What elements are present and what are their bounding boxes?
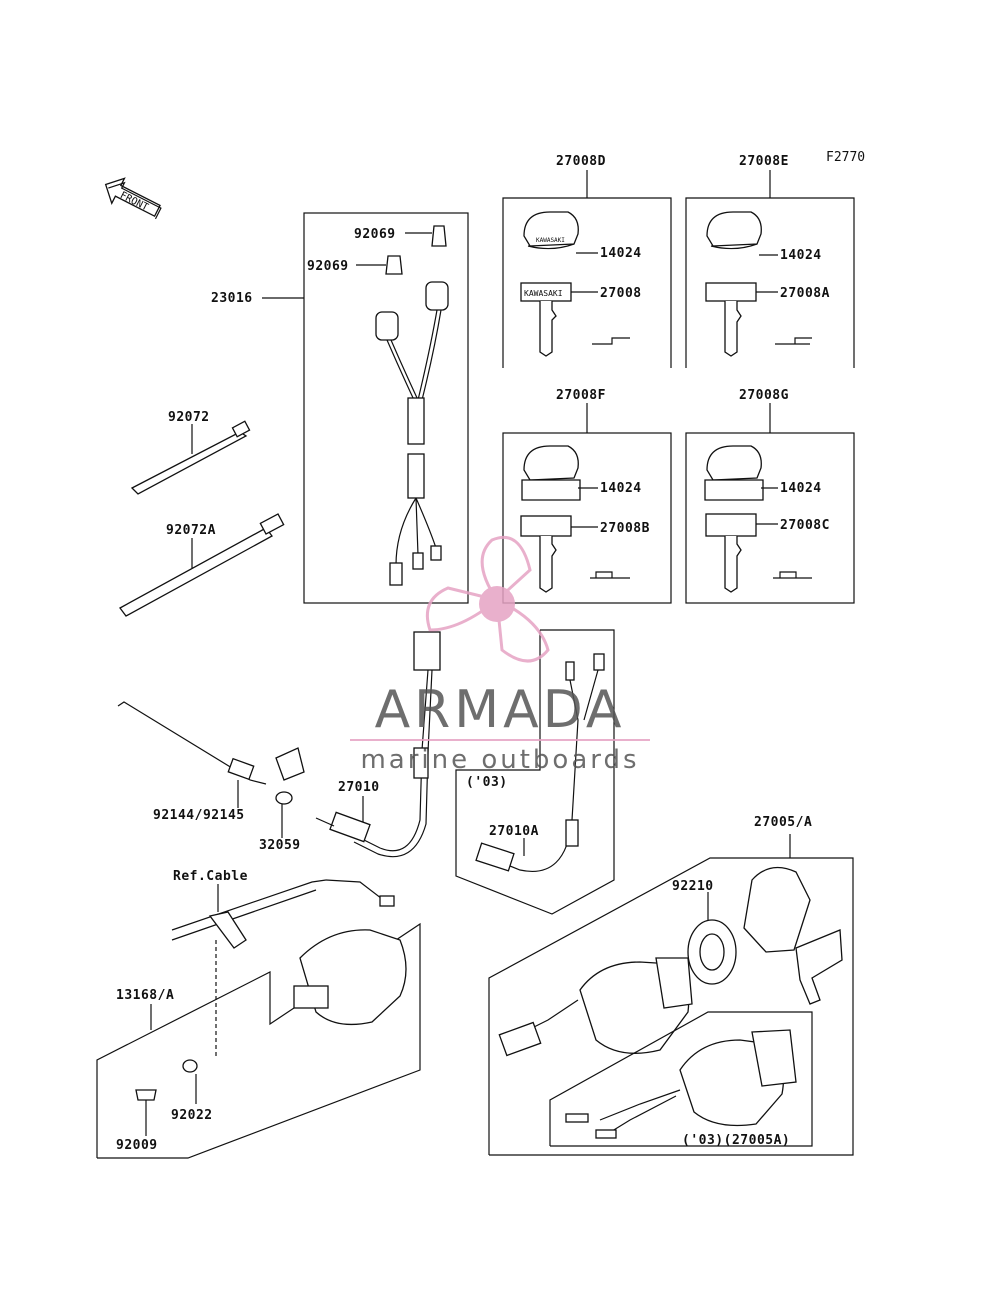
connector-icon <box>389 562 403 586</box>
key-cut-profile-icon <box>590 571 630 579</box>
key-grip-icon: KAWASAKI <box>523 211 579 250</box>
key-set-27008d: 27008D KAWASAKI KAWASAKI 14024 27008 <box>502 154 672 368</box>
ignition-switch-27005: 27005/A 92210 ('03)(27005A) <box>488 815 854 1156</box>
label-13168-a: 13168/A <box>116 988 174 1003</box>
switch-body-icon <box>299 929 407 1026</box>
spring-rod-92144: 92144/92145 <box>117 701 267 823</box>
watermark-brand: ARMADA <box>375 680 626 740</box>
socket-icon <box>425 281 449 311</box>
key-grip-icon <box>706 211 762 250</box>
label-27008f: 27008F <box>556 388 606 403</box>
key-set-27008g: 27008G 14024 27008C <box>685 388 855 604</box>
label-27008: 27008 <box>600 286 642 301</box>
key-blank-icon: KAWASAKI <box>520 282 572 357</box>
label-92069-b: 92069 <box>307 259 349 274</box>
clip-32059: 32059 <box>259 747 305 853</box>
label-14024-a: 14024 <box>600 246 642 261</box>
cable-icon <box>171 879 327 941</box>
key-cut-profile-icon <box>775 337 812 345</box>
propeller-logo-icon <box>425 535 550 663</box>
label-92072: 92072 <box>168 410 210 425</box>
bulb-icon <box>431 225 447 247</box>
label-27008g: 27008G <box>739 388 789 403</box>
watermark: ARMADA marine outboards <box>350 535 650 775</box>
switch-27010a: ('03) 27010A <box>455 629 615 915</box>
key-set-27008e: 27008E 14024 27008A <box>685 154 855 368</box>
label-03-27005a: ('03)(27005A) <box>682 1133 790 1148</box>
label-92210: 92210 <box>672 879 714 894</box>
label-27008e: 27008E <box>739 154 789 169</box>
label-27010: 27010 <box>338 780 380 795</box>
bracket-13168: Ref.Cable 13168/A 92022 92009 <box>96 869 421 1159</box>
key-grip-icon <box>704 445 764 501</box>
connector-icon <box>498 1021 542 1057</box>
bulb-icon <box>385 255 403 275</box>
figure-code: F2770 <box>826 150 865 165</box>
label-92072a: 92072A <box>166 523 216 538</box>
key-blank-icon <box>520 515 572 593</box>
label-92144-92145: 92144/92145 <box>153 808 245 823</box>
washer-icon <box>182 1059 198 1073</box>
label-32059: 32059 <box>259 838 301 853</box>
cable-tie-92072a: 92072A <box>119 513 285 617</box>
label-92069-a: 92069 <box>354 227 396 242</box>
key-grip-text: KAWASAKI <box>536 237 565 244</box>
label-27005-a: 27005/A <box>754 815 812 830</box>
watermark-tagline: marine outboards <box>360 745 639 775</box>
label-27008d: 27008D <box>556 154 606 169</box>
label-27008c: 27008C <box>780 518 830 533</box>
label-14024-d: 14024 <box>780 481 822 496</box>
switch-27010: 27010 <box>315 631 441 858</box>
key-icon <box>795 929 843 1005</box>
label-14024-b: 14024 <box>780 248 822 263</box>
key-cut-profile-icon <box>773 571 812 579</box>
label-23016: 23016 <box>211 291 253 306</box>
label-14024-c: 14024 <box>600 481 642 496</box>
label-92022: 92022 <box>171 1108 213 1123</box>
key-cap-icon <box>743 866 811 953</box>
label-03-a: ('03) <box>466 775 508 790</box>
screw-icon <box>135 1089 157 1101</box>
key-blank-icon <box>705 282 757 357</box>
label-27008a: 27008A <box>780 286 830 301</box>
harness-23016: 23016 92069 92069 <box>211 212 469 604</box>
front-arrow-icon: FRONT <box>104 177 162 220</box>
connector-icon <box>430 545 442 561</box>
label-27008b: 27008B <box>600 521 650 536</box>
label-27010a: 27010A <box>489 824 539 839</box>
socket-icon <box>375 311 399 341</box>
key-cut-profile-icon <box>592 337 630 345</box>
label-92009: 92009 <box>116 1138 158 1153</box>
cable-tie-92072: 92072 <box>130 410 251 495</box>
key-grip-icon <box>521 445 581 501</box>
key-tag-text: KAWASAKI <box>524 289 563 298</box>
label-ref-cable: Ref.Cable <box>173 869 248 884</box>
key-blank-icon <box>705 513 757 593</box>
key-set-27008f: 27008F 14024 27008B <box>502 388 672 604</box>
connector-icon <box>412 552 424 570</box>
